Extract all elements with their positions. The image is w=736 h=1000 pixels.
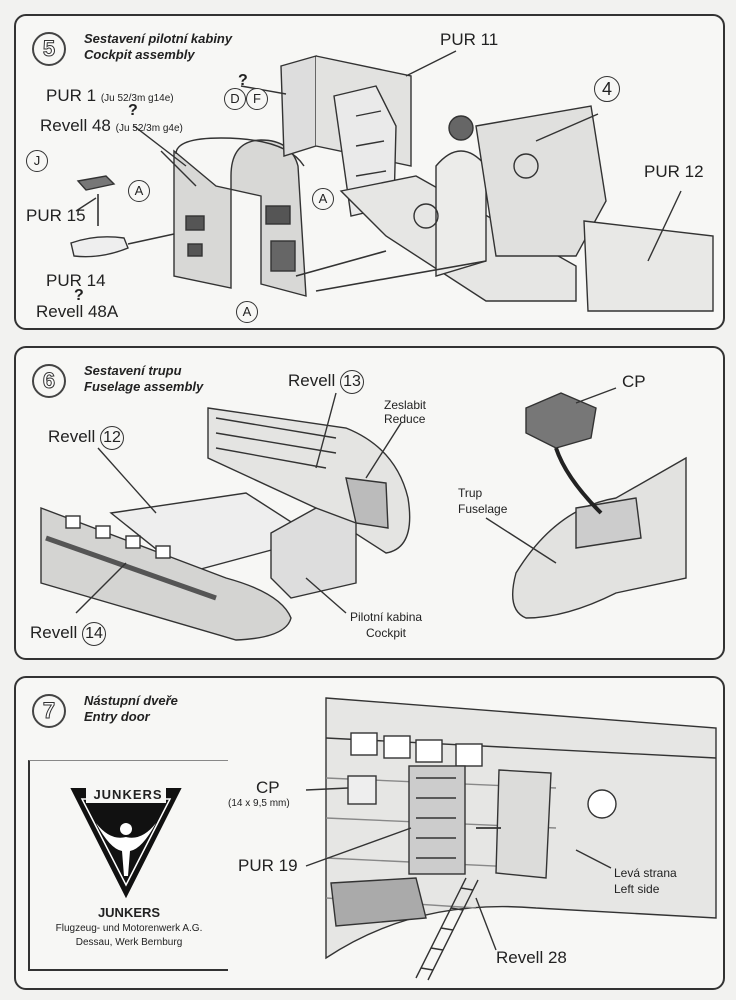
label-revell48: Revell 48 (Ju 52/3m g4e) xyxy=(40,116,183,136)
brand-line-2: Dessau, Werk Bernburg xyxy=(75,937,183,948)
ref-d: D xyxy=(224,88,246,110)
question-mark-2: ? xyxy=(74,287,84,304)
reduce-cs: Zeslabit xyxy=(384,398,427,412)
step-number: 5 xyxy=(32,32,66,66)
brand-line-1: Flugzeug- und Motorenwerk A.G. xyxy=(55,923,203,934)
logo-lettering: JUNKERS xyxy=(93,787,163,802)
step-title-en: Fuselage assembly xyxy=(84,379,204,394)
revell12-number: 12 xyxy=(99,426,124,450)
step-title-cs: Sestavení pilotní kabiny xyxy=(84,31,233,46)
cockpit-assembly-drawing xyxy=(70,50,714,312)
pur1-note: (Ju 52/3m g14e) xyxy=(100,93,174,104)
step-title-en: Entry door xyxy=(84,709,150,724)
label-pur15: PUR 15 xyxy=(26,206,86,225)
label-pur1: PUR 1 (Ju 52/3m g14e) xyxy=(46,86,174,106)
junkers-brand-box: JUNKERS JUNKERS Flugzeug- und Motorenwer… xyxy=(28,760,228,971)
cockpit-cs: Pilotní kabina xyxy=(350,610,423,624)
junkers-logo xyxy=(70,787,182,899)
revell14-number: 14 xyxy=(81,622,106,646)
part-4-ref: 4 xyxy=(594,76,620,102)
label-pur11: PUR 11 xyxy=(440,30,499,49)
revell48-note: (Ju 52/3m g4e) xyxy=(115,123,183,134)
brand-name: JUNKERS xyxy=(97,905,161,920)
label-pur12: PUR 12 xyxy=(644,162,704,181)
step-title-cs: Sestavení trupu xyxy=(84,363,182,378)
cockpit-en: Cockpit xyxy=(366,626,407,640)
step-7-panel: 7 Nástupní dveře Entry door JUNKERS JUNK… xyxy=(14,676,725,990)
left-side-en: Left side xyxy=(614,882,660,896)
pur1-text: PUR 1 xyxy=(46,86,97,105)
label-revell13: Revell 13 xyxy=(288,370,364,394)
ref-j: J xyxy=(26,150,48,172)
label-cp: CP xyxy=(256,778,280,797)
step-title-en: Cockpit assembly xyxy=(84,47,195,62)
revell13-number: 13 xyxy=(339,370,364,394)
label-revell48a: Revell 48A xyxy=(36,302,119,321)
question-mark-3: ? xyxy=(238,72,248,89)
ref-a-1: A xyxy=(128,180,150,202)
reduce-en: Reduce xyxy=(384,412,426,426)
revell12-text: Revell xyxy=(48,427,96,446)
step-number: 6 xyxy=(32,364,66,398)
label-revell28: Revell 28 xyxy=(496,948,567,967)
label-cp: CP xyxy=(622,372,646,391)
ref-a-2: A xyxy=(312,188,334,210)
fuselage-cs: Trup xyxy=(458,486,483,500)
step-5-panel: 5 Sestavení pilotní kabiny Cockpit assem… xyxy=(14,14,725,330)
revell13-text: Revell xyxy=(288,371,336,390)
cp-size: (14 x 9,5 mm) xyxy=(228,798,290,809)
question-mark: ? xyxy=(128,102,138,119)
ref-a-3: A xyxy=(236,301,258,323)
label-revell14: Revell 14 xyxy=(30,622,106,646)
step-number: 7 xyxy=(32,694,66,728)
fuselage-en: Fuselage xyxy=(458,502,508,516)
step-6-panel: 6 Sestavení trupu Fuselage assembly Reve… xyxy=(14,346,725,660)
label-pur14: PUR 14 xyxy=(46,271,106,290)
label-revell12: Revell 12 xyxy=(48,426,124,450)
revell48-text: Revell 48 xyxy=(40,116,111,135)
fuselage-assembly-drawing xyxy=(40,387,687,641)
ref-f: F xyxy=(246,88,268,110)
left-side-cs: Levá strana xyxy=(614,866,677,880)
step-title-cs: Nástupní dveře xyxy=(84,693,178,708)
entry-door-drawing xyxy=(305,697,717,981)
revell14-text: Revell xyxy=(30,623,78,642)
label-pur19: PUR 19 xyxy=(238,856,298,875)
